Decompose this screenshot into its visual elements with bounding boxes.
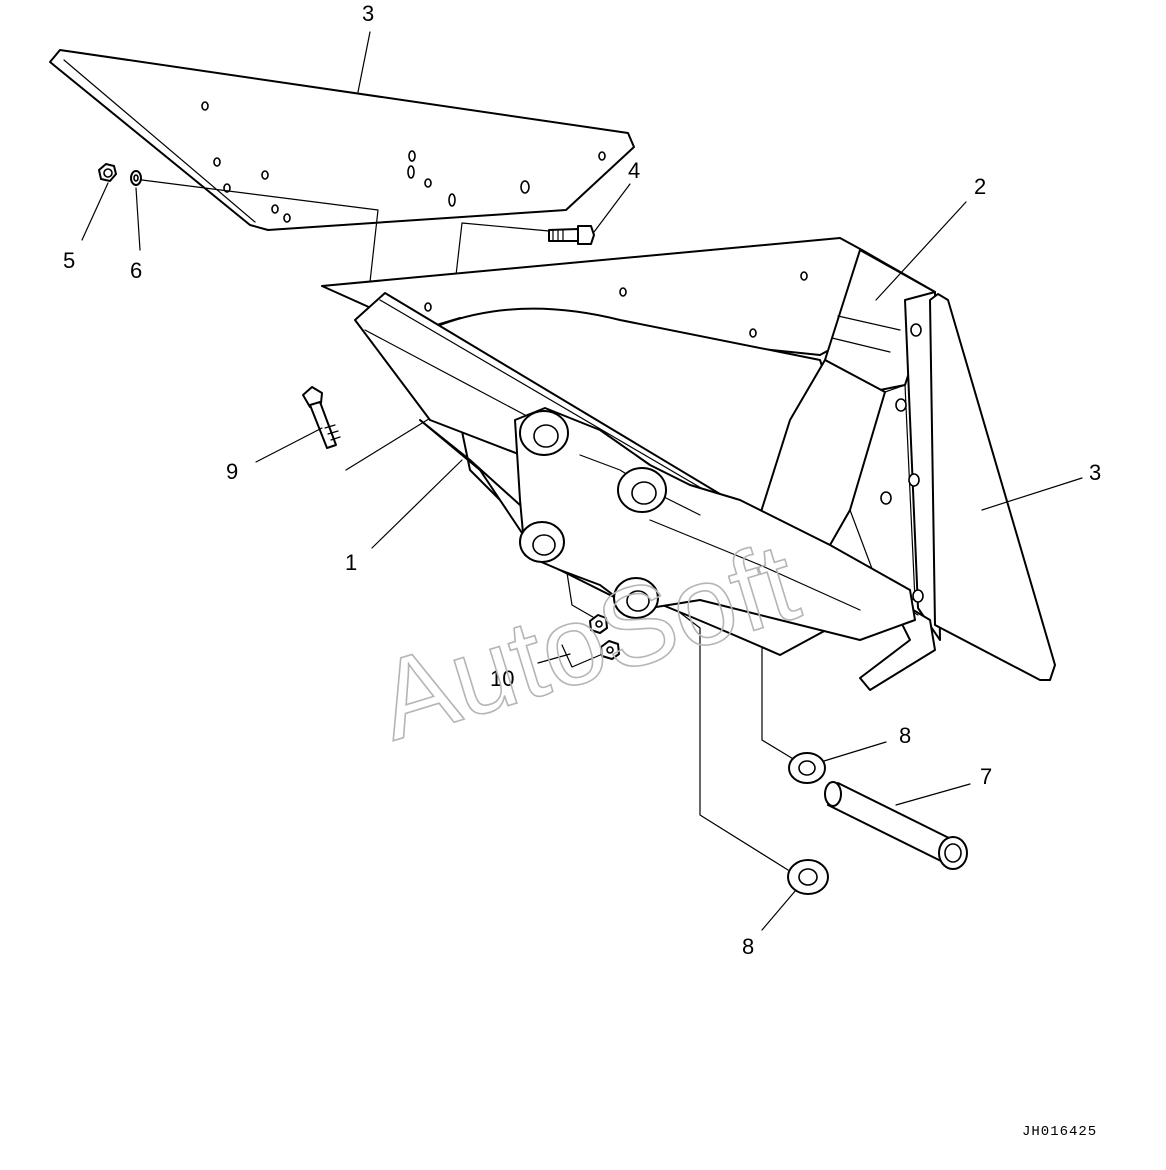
callout-8-upper: 8: [899, 723, 911, 748]
callout-7: 7: [980, 764, 992, 789]
callout-leader-lines: [81, 31, 1083, 931]
washer-part-8-upper: [788, 752, 826, 784]
callout-3-top: 3: [362, 1, 374, 26]
callout-3-right: 3: [1089, 460, 1101, 485]
bolt-part-9: [302, 386, 341, 449]
callout-5: 5: [63, 248, 75, 273]
callout-2: 2: [974, 174, 986, 199]
nut-part-10-lower: [600, 640, 620, 660]
bolt-part-4: [548, 225, 595, 245]
pin-part-7: [824, 781, 968, 870]
right-side-plate: [929, 293, 1056, 681]
washer-part-6: [130, 170, 142, 186]
callout-numbers: 3 5 6 4 2 3 1 9 10 8 7 8: [63, 1, 1101, 959]
bucket-assembly-part-1: [321, 237, 941, 691]
callout-1: 1: [345, 550, 357, 575]
callout-4: 4: [628, 158, 640, 183]
callout-9: 9: [226, 459, 238, 484]
top-cover-plate: [49, 49, 635, 231]
washer-part-8-lower: [787, 859, 829, 895]
nut-part-5: [98, 163, 117, 182]
drawing-code: JH016425: [1022, 1124, 1097, 1140]
callout-6: 6: [130, 258, 142, 283]
callout-10: 10: [490, 666, 514, 691]
callout-8-lower: 8: [742, 934, 754, 959]
nut-part-10-upper: [589, 614, 608, 634]
